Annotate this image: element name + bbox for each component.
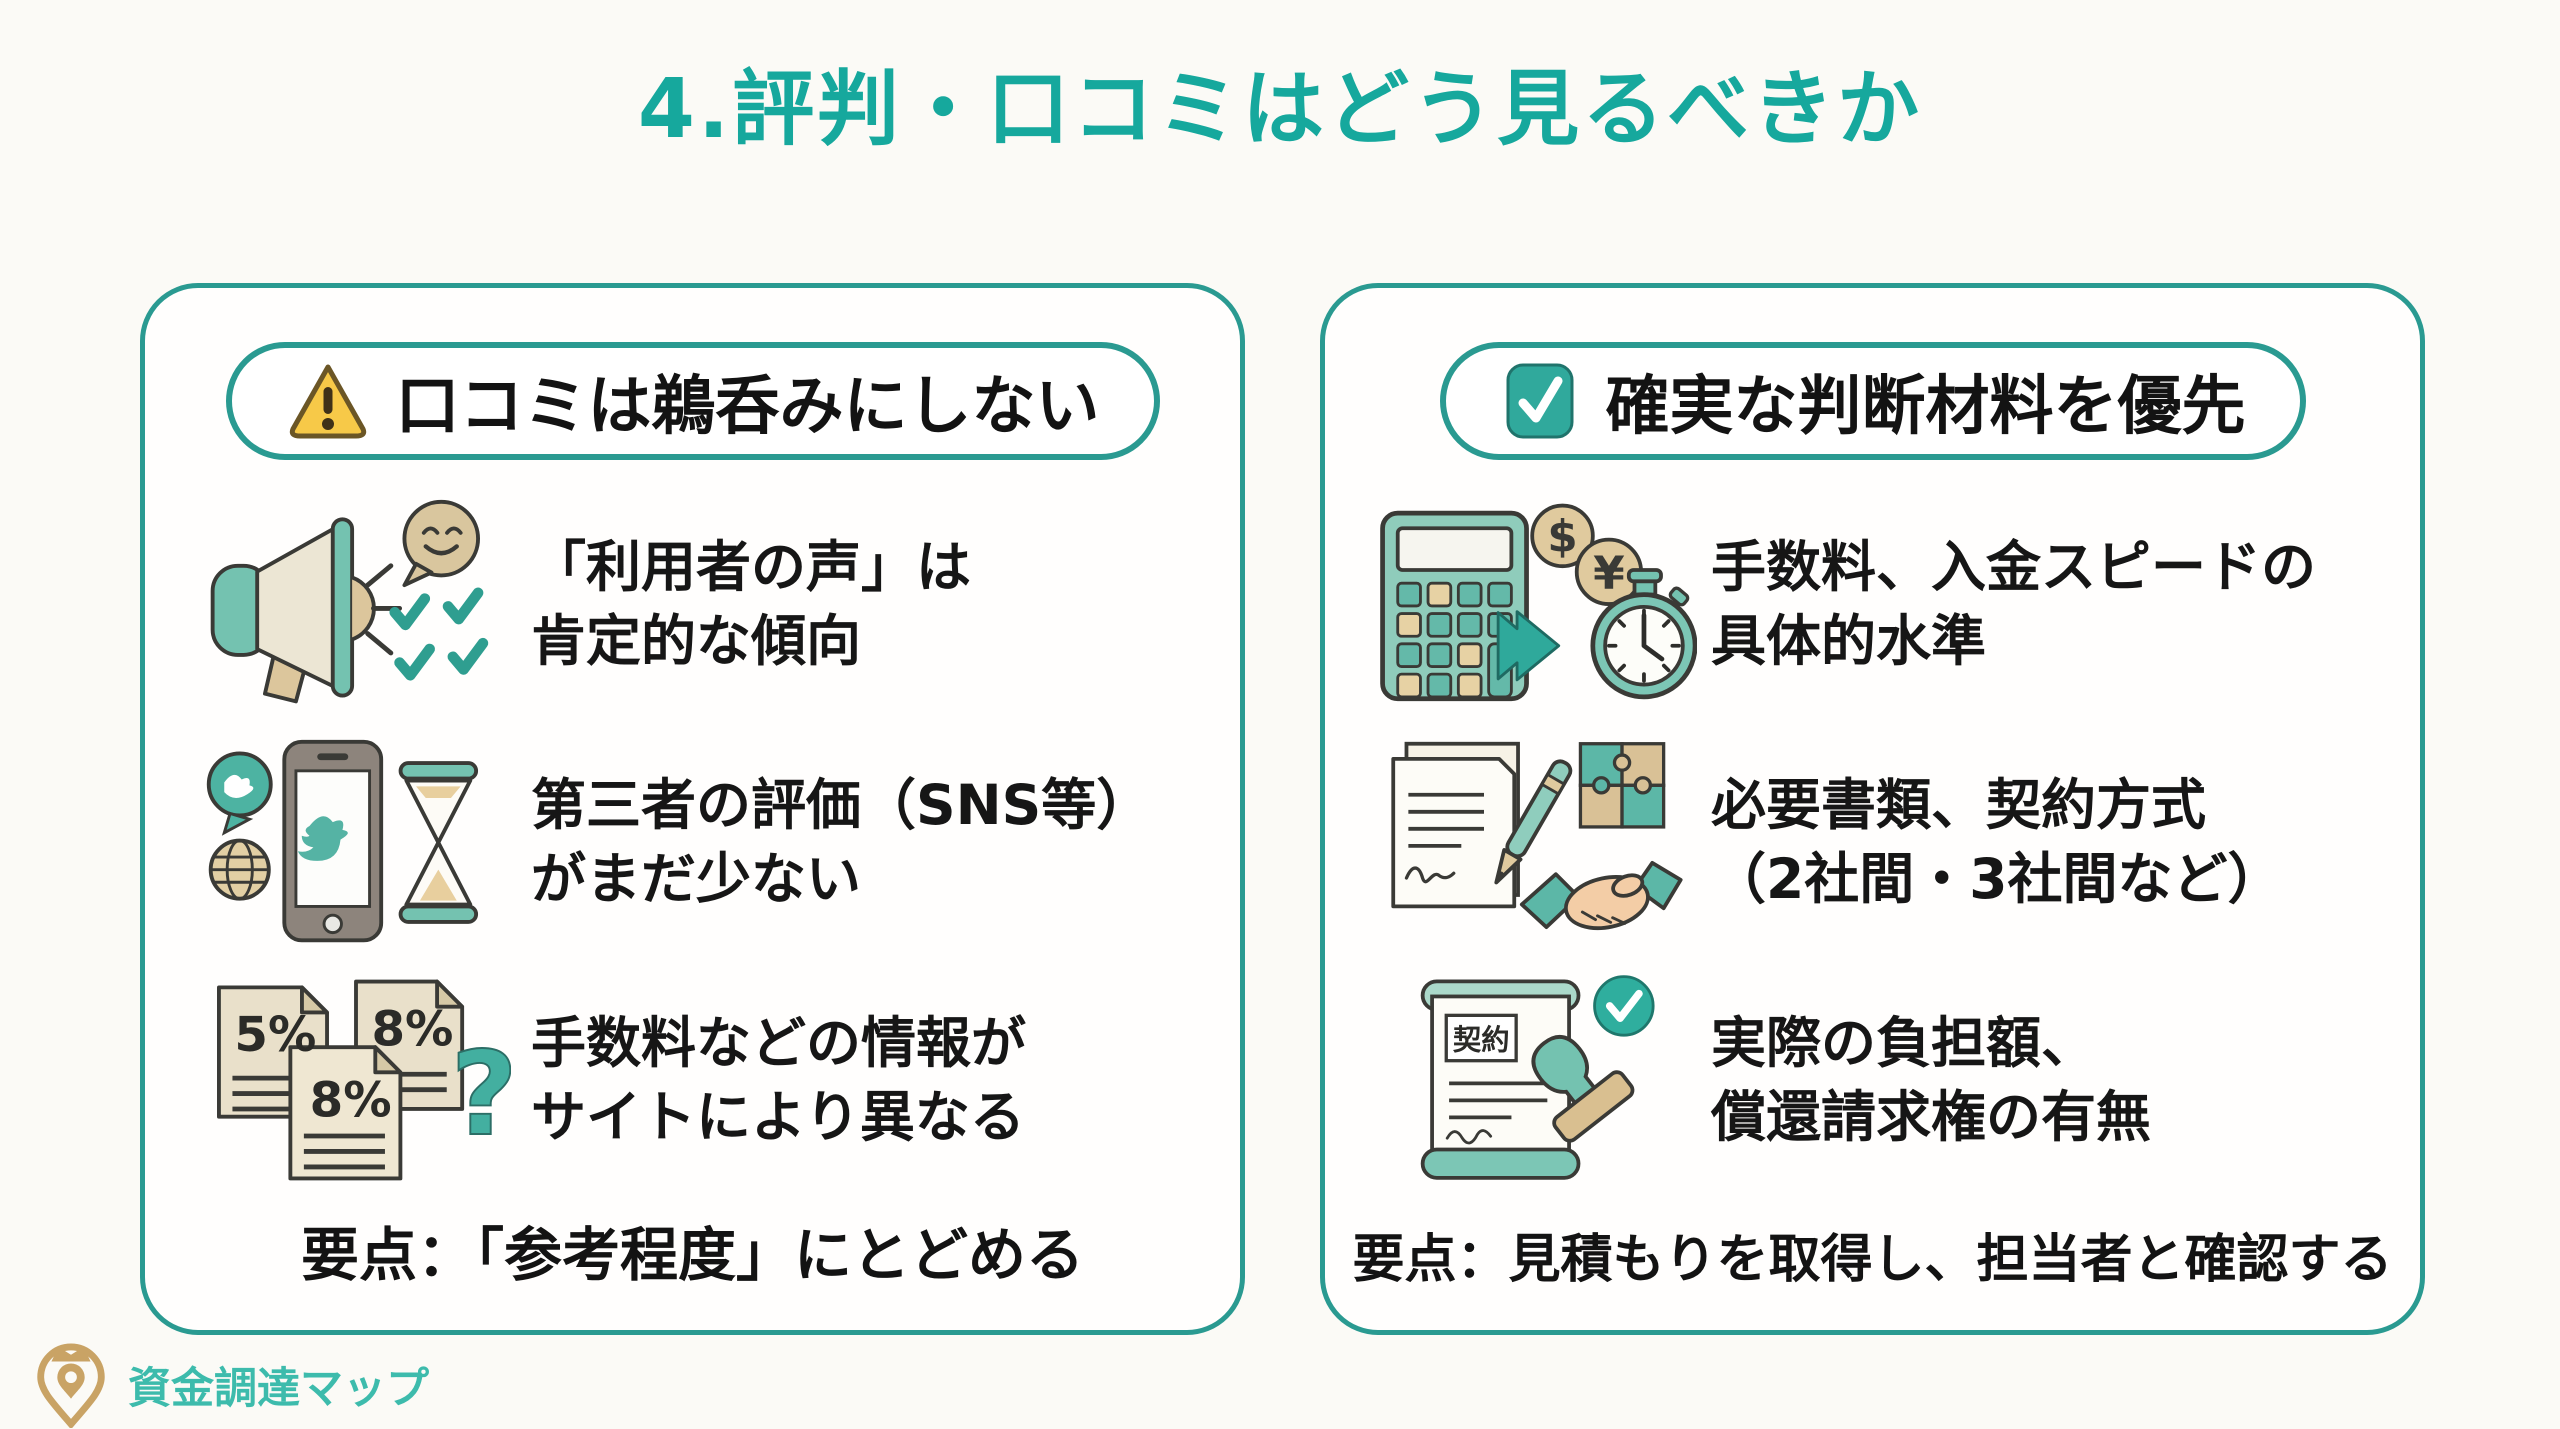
contract-handshake-icon (1391, 741, 1683, 931)
list-item: 必要書類、契約方式 （2社間・3社間など） (1371, 724, 2400, 962)
item-line-2: 償還請求権の有無 (1711, 1085, 2152, 1149)
list-item: 第三者の評価（SNS等） がまだ少ない (191, 724, 1220, 962)
item-line-1: 必要書類、契約方式 (1711, 773, 2207, 838)
left-panel-footer: 要点：「参考程度」にとどめる (300, 1221, 1084, 1289)
item-line-1: 第三者の評価（SNS等） (531, 773, 1152, 838)
item-text: 第三者の評価（SNS等） がまだ少ない (531, 769, 1151, 916)
right-panel: 確実な判断材料を優先 (1320, 283, 2425, 1335)
megaphone-reviews-icon (210, 499, 489, 704)
warning-icon (289, 364, 366, 439)
item-line-2: がまだ少ない (531, 847, 862, 911)
item-line-2: 肯定的な傾向 (531, 609, 862, 673)
doc-percent-label: 8% (371, 1001, 453, 1057)
item-line-1: 実際の負担額、 (1711, 1011, 2097, 1076)
contract-stamp-icon: 契約 (1420, 975, 1655, 1180)
doc-percent-label: 5% (234, 1007, 316, 1063)
contract-label: 契約 (1453, 1023, 1510, 1056)
item-line-1: 「利用者の声」は (531, 535, 972, 600)
right-panel-header: 確実な判断材料を優先 (1439, 342, 2306, 460)
right-panel-rows: $ ¥ (1325, 486, 2420, 1200)
right-header-label: 確実な判断材料を優先 (1605, 370, 2246, 444)
yen-coin-symbol: ¥ (1593, 547, 1625, 600)
fee-documents-icon: 5% 8% 8% ? (217, 979, 511, 1181)
item-text: 手数料、入金スピードの 具体的水準 (1711, 531, 2316, 678)
item-line-1: 手数料などの情報が (531, 1011, 1027, 1076)
item-text: 手数料などの情報が サイトにより異なる (531, 1007, 1026, 1154)
item-line-2: サイトにより異なる (531, 1085, 1025, 1149)
left-panel: 口コミは鵜呑みにしない (140, 283, 1245, 1335)
item-line-2: 具体的水準 (1711, 609, 1987, 673)
sns-phone-hourglass-icon (206, 739, 479, 943)
left-panel-header: 口コミは鵜呑みにしない (225, 342, 1160, 460)
item-text: 実際の負担額、 償還請求権の有無 (1711, 1007, 2151, 1154)
item-text: 「利用者の声」は 肯定的な傾向 (531, 531, 971, 678)
question-mark-icon: ? (451, 1027, 511, 1162)
right-panel-footer: 要点：見積もりを取得し、担当者と確認する (1352, 1230, 2393, 1290)
doc-percent-label: 8% (310, 1073, 392, 1129)
map-pin-crown-icon (37, 1343, 105, 1428)
item-line-2: （2社間・3社間など） (1711, 847, 2283, 911)
page-title: 4.評判・口コミはどう見るべきか (637, 62, 1923, 157)
list-item: 「利用者の声」は 肯定的な傾向 (191, 486, 1220, 724)
left-panel-rows: 「利用者の声」は 肯定的な傾向 (145, 486, 1240, 1200)
item-line-1: 手数料、入金スピードの (1711, 535, 2317, 600)
item-text: 必要書類、契約方式 （2社間・3社間など） (1711, 769, 2283, 916)
brand-name: 資金調達マップ (128, 1364, 429, 1414)
calculator-stopwatch-icon: $ ¥ (1380, 503, 1697, 702)
list-item: 契約 実際の負担額、 償還請求権の有無 (1371, 962, 2400, 1200)
list-item: $ ¥ (1371, 486, 2400, 724)
left-header-label: 口コミは鵜呑みにしない (395, 370, 1100, 444)
checkbox-icon (1506, 363, 1573, 439)
list-item: 5% 8% 8% ? 手数料などの情報が サイトにより異なる (191, 962, 1220, 1200)
brand-logo: 資金調達マップ (28, 1342, 429, 1428)
dollar-coin-symbol: $ (1547, 512, 1577, 562)
